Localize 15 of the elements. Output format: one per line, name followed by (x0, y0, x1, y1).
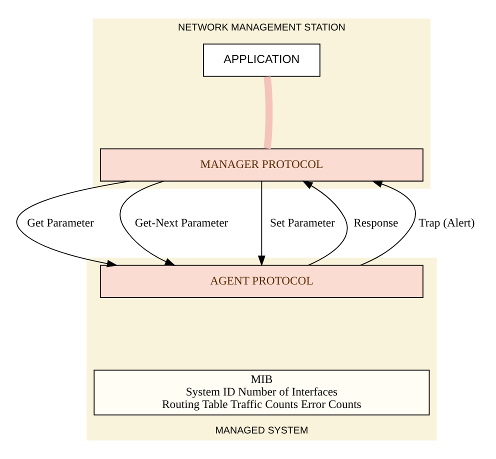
arrow (302, 180, 348, 266)
node-box: MANAGER PROTOCOL (100, 148, 424, 182)
arrow (16, 180, 130, 268)
arrow (360, 180, 416, 266)
connector (264, 76, 273, 150)
edge-label: Set Parameter (270, 216, 335, 230)
arrow (258, 180, 266, 266)
edge-label: Response (354, 216, 398, 230)
edge-label: Get-Next Parameter (134, 216, 228, 230)
node-box: MIB System ID Number of Interfaces Routing Table Traffic Counts Error Counts (94, 370, 430, 416)
edge-label: Trap (Alert) (418, 216, 475, 230)
node-box: AGENT PROTOCOL (100, 264, 424, 298)
arrow (120, 180, 176, 266)
node-box: APPLICATION (203, 44, 320, 77)
edge-label: Get Parameter (27, 216, 94, 230)
